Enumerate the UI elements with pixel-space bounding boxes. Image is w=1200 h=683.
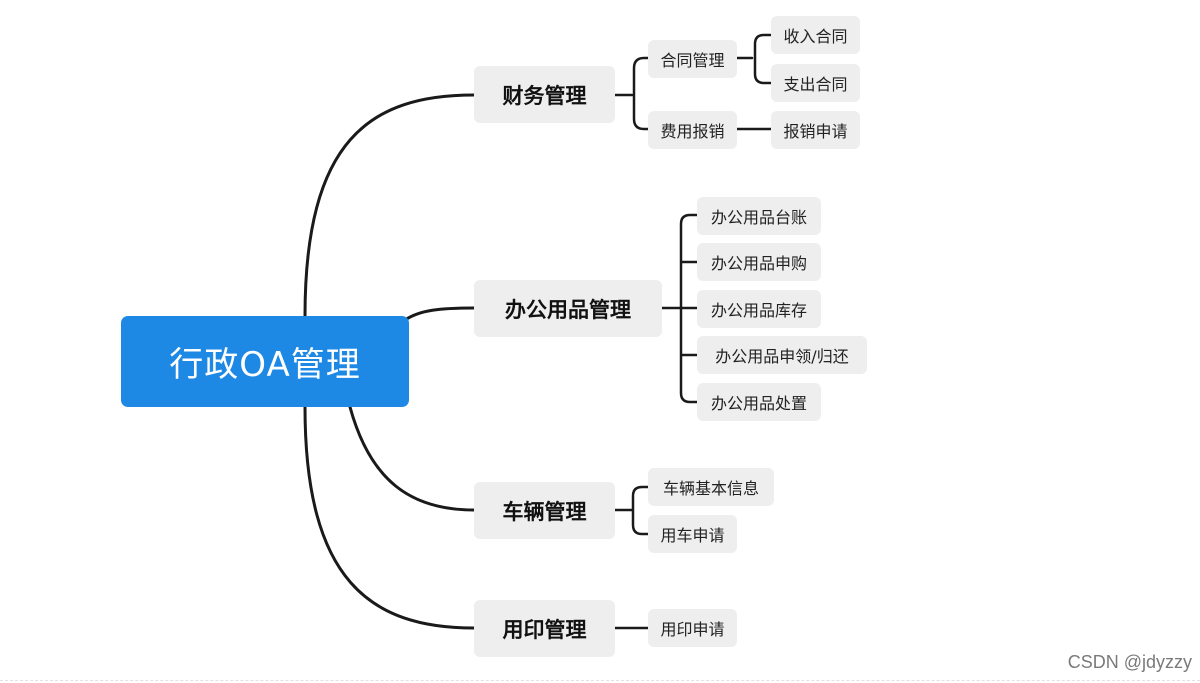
node-expense-contract-label: 支出合同 — [783, 75, 848, 94]
node-office-stock-label: 办公用品库存 — [710, 301, 807, 320]
branch-seal[interactable]: 用印管理 — [474, 600, 615, 657]
node-office-stock[interactable]: 办公用品库存 — [697, 290, 821, 328]
node-vehicle-apply[interactable]: 用车申请 — [648, 515, 737, 553]
node-vehicle-apply-label: 用车申请 — [660, 526, 725, 545]
branch-seal-label: 用印管理 — [502, 617, 587, 642]
connector-root-vehicle — [348, 405, 476, 512]
node-income-contract[interactable]: 收入合同 — [771, 16, 860, 54]
node-office-purchase-label: 办公用品申购 — [710, 254, 807, 273]
node-seal-apply-label: 用印申请 — [660, 620, 725, 639]
node-contract-management[interactable]: 合同管理 — [648, 40, 737, 78]
branch-vehicle-label: 车辆管理 — [502, 499, 587, 524]
branch-finance[interactable]: 财务管理 — [474, 66, 615, 123]
node-office-purchase[interactable]: 办公用品申购 — [697, 243, 821, 281]
node-expense-contract[interactable]: 支出合同 — [771, 64, 860, 102]
node-income-contract-label: 收入合同 — [783, 27, 848, 46]
watermark-text: CSDN @jdyzzy — [1067, 652, 1192, 672]
branch-office-supplies[interactable]: 办公用品管理 — [474, 280, 662, 337]
node-expense-reimbursement[interactable]: 费用报销 — [648, 111, 737, 149]
connector-root-office — [403, 306, 476, 322]
bottom-divider — [0, 680, 1200, 681]
node-office-disposal[interactable]: 办公用品处置 — [697, 383, 821, 421]
node-office-ledger-label: 办公用品台账 — [710, 208, 807, 227]
node-vehicle-info[interactable]: 车辆基本信息 — [648, 468, 774, 506]
node-office-disposal-label: 办公用品处置 — [710, 394, 807, 413]
connector-root-finance — [303, 93, 476, 318]
node-office-borrow-return[interactable]: 办公用品申领/归还 — [697, 336, 867, 374]
node-reimbursement-apply[interactable]: 报销申请 — [771, 111, 860, 149]
node-office-ledger[interactable]: 办公用品台账 — [697, 197, 821, 235]
connector-finance-bracket — [613, 56, 650, 131]
branch-office-supplies-label: 办公用品管理 — [505, 297, 631, 322]
connector-vehicle-bracket — [613, 485, 650, 536]
connector-contract-bracket — [735, 33, 773, 85]
node-vehicle-info-label: 车辆基本信息 — [662, 479, 759, 498]
node-office-borrow-return-label: 办公用品申领/归还 — [715, 347, 849, 366]
node-expense-reimbursement-label: 费用报销 — [660, 122, 725, 141]
connector-office-bracket — [660, 213, 699, 404]
branch-finance-label: 财务管理 — [502, 83, 587, 108]
connector-root-seal — [303, 405, 476, 630]
node-seal-apply[interactable]: 用印申请 — [648, 609, 737, 647]
root-node[interactable]: 行政OA管理 — [121, 316, 409, 407]
node-reimbursement-apply-label: 报销申请 — [783, 122, 848, 141]
node-contract-management-label: 合同管理 — [660, 51, 725, 70]
root-node-label: 行政OA管理 — [169, 345, 361, 385]
branch-vehicle[interactable]: 车辆管理 — [474, 482, 615, 539]
